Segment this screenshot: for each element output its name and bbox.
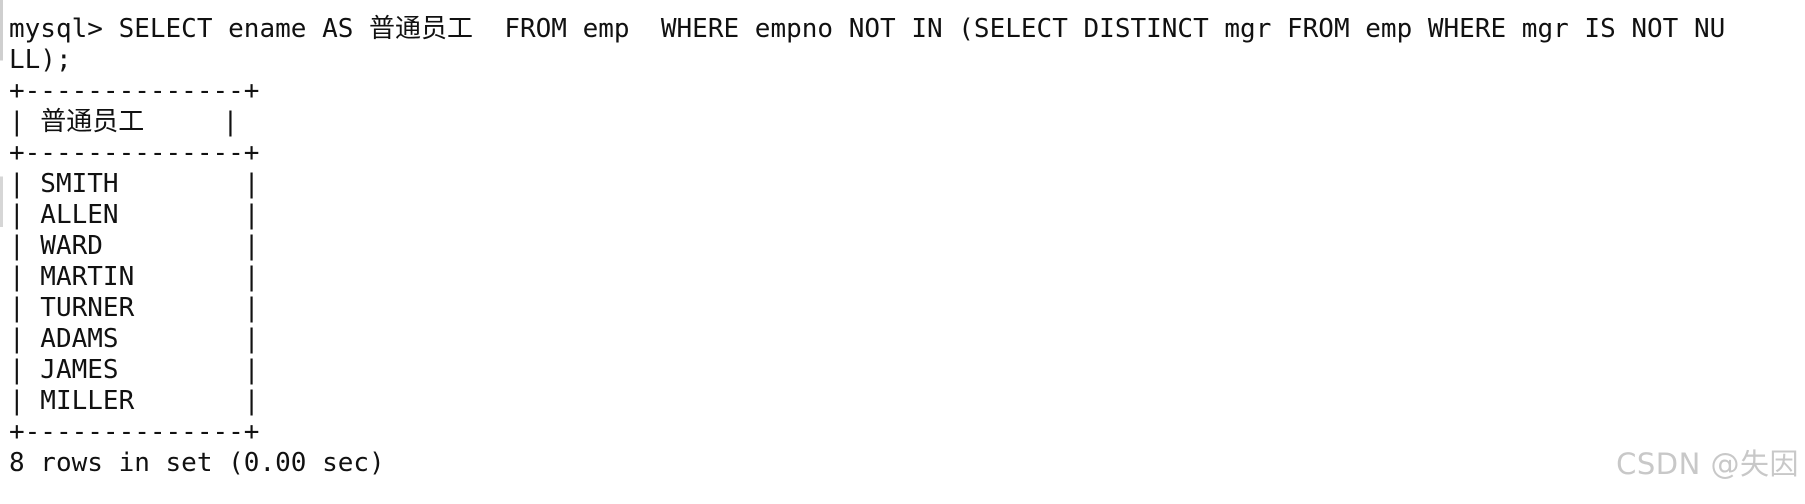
left-gutter — [0, 0, 3, 504]
table-row: | ALLEN | — [9, 200, 260, 230]
table-row: | ADAMS | — [9, 324, 260, 354]
table-border-header: +--------------+ — [9, 138, 260, 168]
result-summary: 8 rows in set (0.00 sec) — [9, 448, 385, 478]
sql-command-line-1: mysql> SELECT ename AS 普通员工 FROM emp WHE… — [9, 14, 1726, 44]
table-row: | MILLER | — [9, 386, 260, 416]
table-header: | 普通员工 | — [9, 107, 239, 137]
table-row: | SMITH | — [9, 169, 260, 199]
table-row: | WARD | — [9, 231, 260, 261]
table-row: | JAMES | — [9, 355, 260, 385]
table-border-top: +--------------+ — [9, 76, 260, 106]
sql-command-line-2: LL); — [9, 45, 72, 75]
table-row: | TURNER | — [9, 293, 260, 323]
csdn-watermark: CSDN @失因 — [1616, 447, 1799, 481]
table-border-bottom: +--------------+ — [9, 417, 260, 447]
table-row: | MARTIN | — [9, 262, 260, 292]
